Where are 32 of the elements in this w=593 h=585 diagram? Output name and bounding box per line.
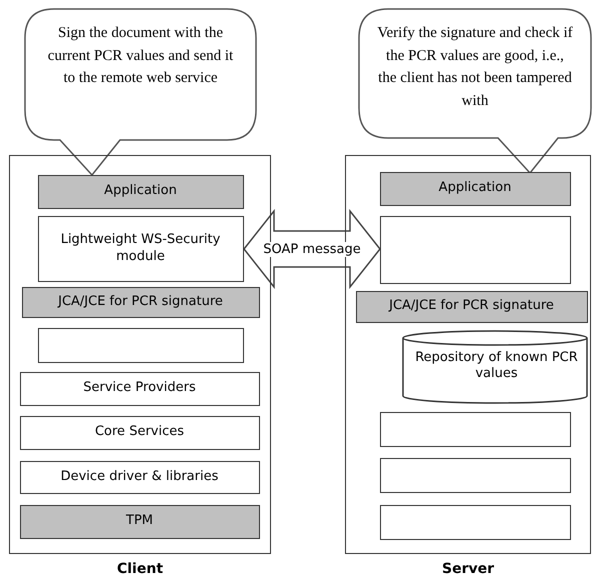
layer-box bbox=[20, 460, 260, 494]
node-text: Verify the signature and check if the PCR values are good, i.e., the client has not been tampered with bbox=[376, 24, 574, 110]
layer-box bbox=[380, 458, 570, 492]
layer-box bbox=[38, 174, 244, 208]
node-text: JCA/JCE for PCR signature bbox=[389, 298, 554, 315]
node-text: TPM bbox=[126, 513, 153, 530]
layer-box bbox=[20, 416, 260, 450]
database-cylinder bbox=[402, 330, 588, 404]
panel-heading: Server bbox=[440, 561, 495, 577]
panel-heading: Client bbox=[116, 561, 164, 577]
layer-box bbox=[20, 504, 260, 538]
layer-box bbox=[356, 290, 588, 322]
node-text: Application bbox=[438, 180, 512, 197]
layer-box bbox=[380, 172, 570, 206]
layer-box bbox=[38, 216, 244, 282]
node-text: Service Providers bbox=[83, 380, 196, 397]
layer-box bbox=[380, 216, 570, 284]
layer-box bbox=[380, 412, 570, 446]
node-text: Core Services bbox=[94, 424, 184, 441]
node-text: Device driver & libraries bbox=[60, 468, 218, 486]
node-text: Sign the document with the current PCR values and send it to the remote web service bbox=[46, 24, 234, 88]
edge-label: SOAP message bbox=[262, 242, 362, 256]
speech-bubble bbox=[358, 8, 592, 174]
speech-bubble bbox=[24, 8, 257, 176]
layer-box bbox=[38, 328, 244, 362]
layer-box bbox=[20, 372, 260, 406]
node-text: Lightweight WS-Security module bbox=[60, 232, 222, 265]
node-text: Application bbox=[104, 183, 177, 200]
node-text: JCA/JCE for PCR signature bbox=[58, 294, 223, 310]
node-text: Repository of known PCR values bbox=[414, 350, 579, 384]
layer-box bbox=[380, 504, 570, 540]
layer-box bbox=[22, 286, 260, 318]
